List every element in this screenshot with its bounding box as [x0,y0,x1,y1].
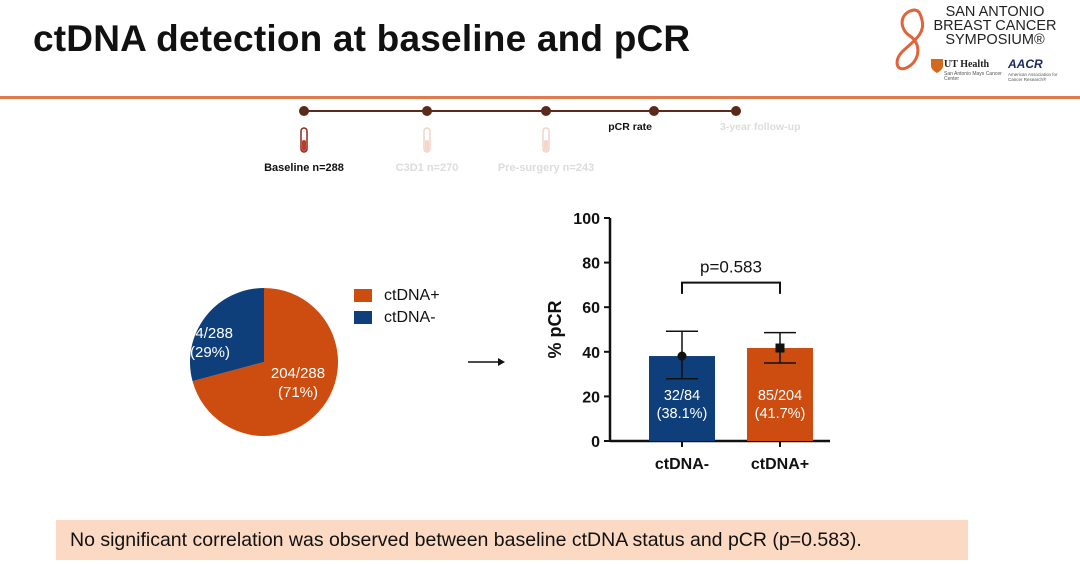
significance-bracket [681,281,781,294]
timeline-label: 3-year follow-up [720,121,801,133]
y-axis-label: % pCR [545,301,565,359]
aacr-text: AACR [1008,57,1043,71]
pie-slice [192,288,338,436]
ut-health-text: UT Health [944,59,990,70]
sabcs-logo: SAN ANTONIO BREAST CANCER SYMPOSIUM® UT … [892,4,1062,86]
pie-chart: 204/288 (71%) 84/288 (29%) [187,288,338,436]
bar-chart: 0 20 40 60 80 100 % pCR 32/84 (38.1%) ctDNA- 85/20… [545,211,830,473]
point-estimate [677,351,687,361]
bar-label-count: 85/204 [758,388,802,404]
sabcs-text: SAN ANTONIO BREAST CANCER SYMPOSIUM® [930,4,1060,48]
pie-slice-label: 84/288 [187,325,233,342]
pie-slice-pct: (29%) [190,344,230,361]
legend-swatch-navy [354,311,372,324]
y-tick-label: 80 [582,256,600,273]
timeline-label: pCR rate [608,121,652,133]
test-tube-fill [425,140,429,151]
legend-label-ctdna-pos: ctDNA+ [384,287,440,304]
header-divider [0,96,1080,99]
test-tube-icon [423,127,431,153]
legend-swatch-orange [354,289,372,302]
legend-label-ctdna-neg: ctDNA- [384,309,436,326]
slide-title: ctDNA detection at baseline and pCR [33,18,691,59]
sabcs-line-3: SYMPOSIUM® [945,32,1045,48]
timeline: Baseline n=288 C3D1 n=270 Pre-surgery n=24… [264,106,801,174]
pie-slice [189,288,264,382]
timeline-label: C3D1 n=270 [396,162,459,174]
ut-shield-icon [931,59,943,73]
ut-health-subtext: San Antonio Mays Cancer Center [944,71,1002,82]
y-tick-label: 0 [591,434,600,451]
bar-label-pct: (38.1%) [657,406,708,422]
conclusion-box: No significant correlation was observed … [56,520,968,560]
timeline-dot [422,106,432,116]
timeline-dot [649,106,659,116]
pie-slice-label: 204/288 [271,365,325,382]
timeline-dot [731,106,741,116]
sabcs-line-2: BREAST CANCER [933,18,1057,34]
x-tick-label: ctDNA+ [751,456,809,473]
test-tube-fill [544,140,548,151]
y-tick-label: 100 [573,211,600,228]
aacr-subtext: American Association for Cancer Research… [1008,72,1058,82]
test-tube-fill [302,140,306,151]
x-tick-label: ctDNA- [655,456,709,473]
point-estimate [775,343,785,353]
timeline-label: Baseline n=288 [264,162,344,174]
test-tube-icon [542,127,550,153]
bar-label-pct: (41.7%) [755,406,806,422]
sabcs-line-1: SAN ANTONIO [945,4,1045,20]
conclusion-text: No significant correlation was observed … [70,529,862,551]
test-tube-icon [300,127,308,153]
timeline-dot [541,106,551,116]
y-tick-label: 40 [582,345,600,362]
timeline-label: Pre-surgery n=243 [498,162,594,174]
y-tick-label: 20 [582,389,600,406]
right-arrow-icon [468,358,505,366]
pie-slice-pct: (71%) [278,384,318,401]
bar-label-count: 32/84 [664,388,700,404]
sabcs-ribbon-icon [895,8,925,71]
timeline-dot [299,106,309,116]
p-value-annotation: p=0.583 [700,258,762,277]
y-tick-label: 60 [582,300,600,317]
